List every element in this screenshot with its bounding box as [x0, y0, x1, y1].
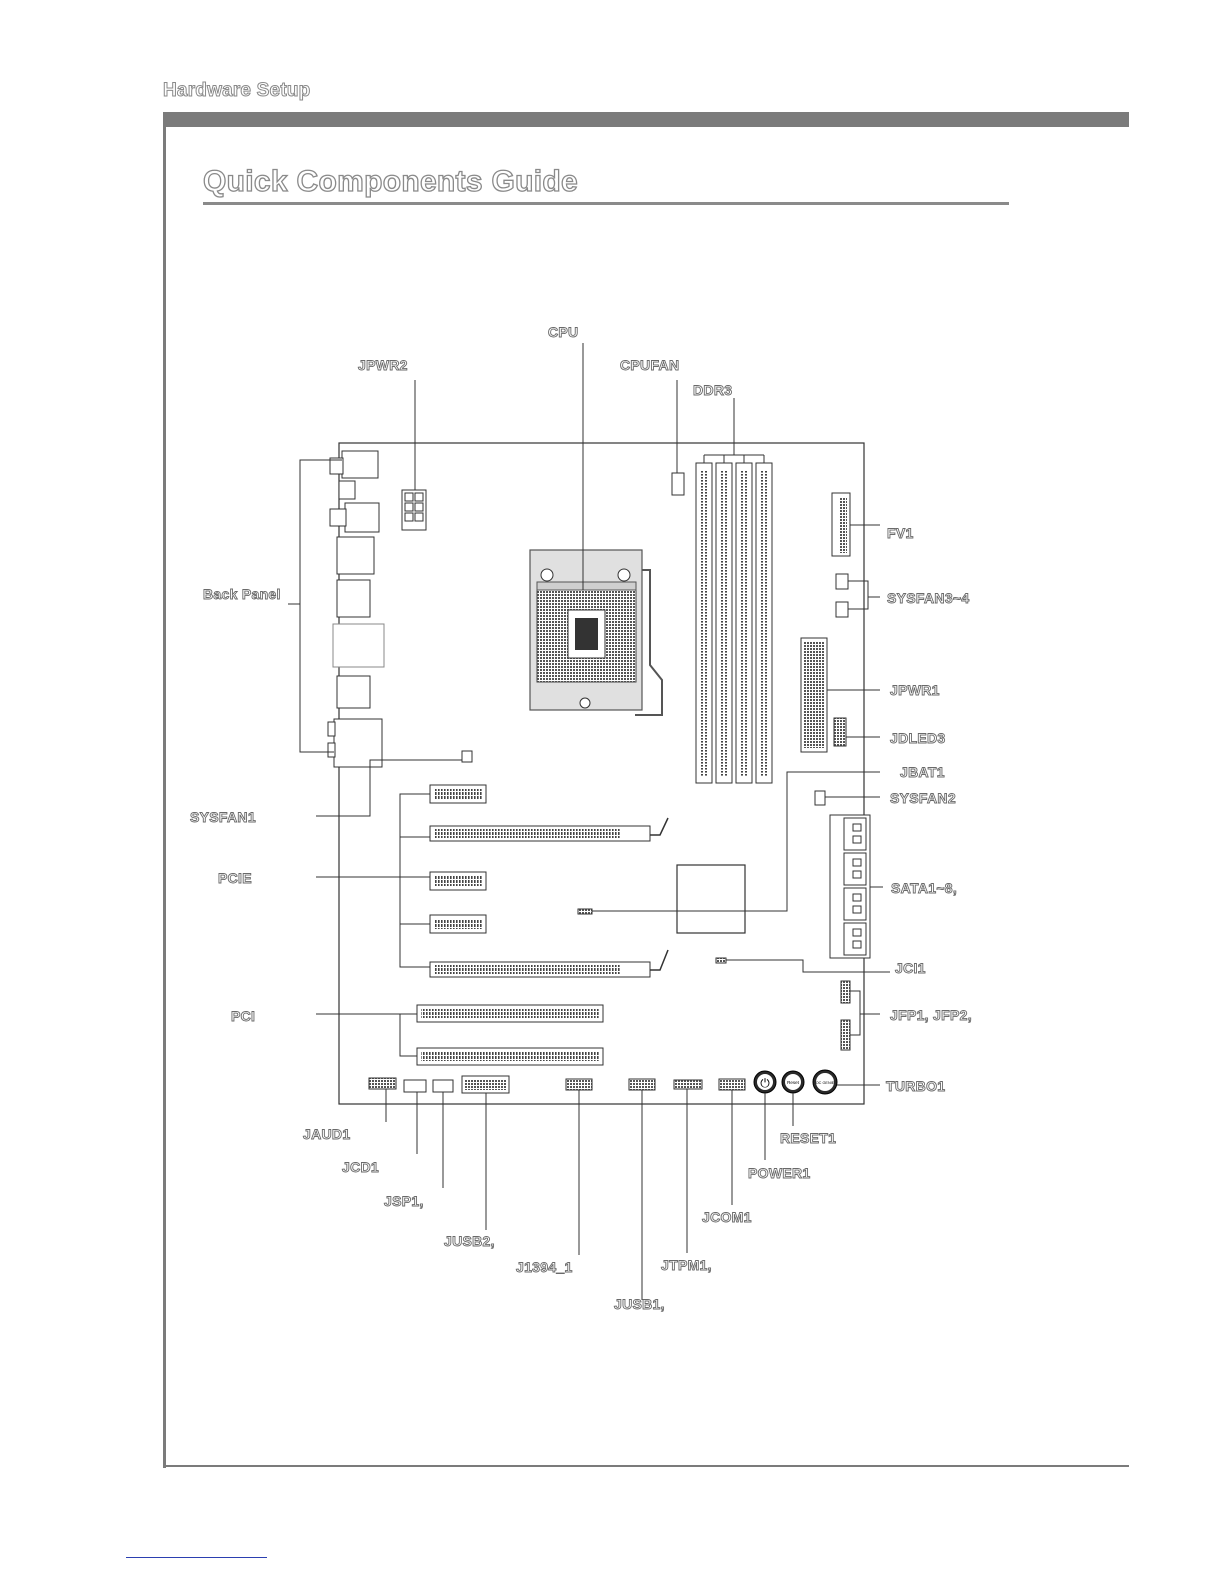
jtpm1-header: [674, 1080, 702, 1089]
power1-button: ⏻: [754, 1071, 776, 1093]
sysfan2-header: [815, 791, 825, 805]
jbat1-jumper: [578, 909, 592, 914]
label-jusb1: JUSB1,: [614, 1296, 665, 1312]
label-jfp: JFP1, JFP2,: [890, 1007, 972, 1023]
jcd1-header: [404, 1080, 426, 1092]
label-ddr3: DDR3: [693, 382, 732, 398]
chipset: [677, 865, 745, 933]
label-sata: SATA1~8,: [891, 880, 957, 896]
label-power1: POWER1: [748, 1165, 810, 1181]
label-jpwr1: JPWR1: [890, 682, 940, 698]
jusb1-header: [629, 1079, 655, 1090]
jaud1-header: [369, 1078, 396, 1089]
label-sysfan2: SYSFAN2: [890, 790, 956, 806]
jci1-header: [716, 958, 726, 963]
label-jtpm1: JTPM1,: [661, 1257, 712, 1273]
label-j1394: J1394_1: [516, 1259, 573, 1275]
label-back-panel: Back Panel: [203, 586, 281, 602]
jfp2-header: [841, 981, 850, 1003]
sysfan4-header: [836, 602, 848, 617]
jsp1-header: [433, 1080, 453, 1092]
jcom1-header: [719, 1079, 745, 1090]
label-fv1: FV1: [887, 525, 914, 541]
reset1-button: Reset: [782, 1071, 804, 1093]
turbo1-button: OC GENIE: [813, 1070, 837, 1094]
jfp1-header: [841, 1020, 850, 1050]
sysfan1-header: [462, 751, 472, 762]
cpu-socket: [530, 550, 662, 715]
label-sysfan3-4: SYSFAN3~4: [887, 590, 969, 606]
label-jaud1: JAUD1: [303, 1126, 350, 1142]
label-cpufan: CPUFAN: [620, 357, 679, 373]
label-jcd1: JCD1: [342, 1159, 379, 1175]
jdled3-header: [834, 718, 846, 746]
label-reset1: RESET1: [780, 1130, 836, 1146]
j1394-header: [566, 1079, 592, 1090]
sata-connectors: [830, 815, 870, 958]
label-jdled3: JDLED3: [890, 730, 945, 746]
turbo-text: OC GENIE: [816, 1081, 835, 1085]
label-jcom1: JCOM1: [702, 1209, 752, 1225]
label-turbo1: TURBO1: [886, 1078, 945, 1094]
power-symbol: ⏻: [760, 1076, 770, 1090]
label-jci1: JCI1: [895, 960, 926, 976]
label-pcie: PCIE: [218, 870, 252, 886]
label-jbat1: JBAT1: [900, 764, 945, 780]
reset-text: Reset: [787, 1080, 800, 1085]
sysfan3-header: [836, 574, 848, 589]
label-jusb2: JUSB2,: [444, 1233, 495, 1249]
jpwr1-connector: [801, 638, 827, 752]
label-jsp1: JSP1,: [384, 1193, 424, 1209]
cpufan-header: [672, 473, 684, 495]
fv1-header: [832, 493, 850, 556]
label-sysfan1: SYSFAN1: [190, 809, 256, 825]
label-jpwr2: JPWR2: [358, 357, 408, 373]
jpwr2-connector: [402, 490, 426, 530]
label-cpu: CPU: [548, 324, 578, 340]
label-pci: PCI: [231, 1008, 255, 1024]
